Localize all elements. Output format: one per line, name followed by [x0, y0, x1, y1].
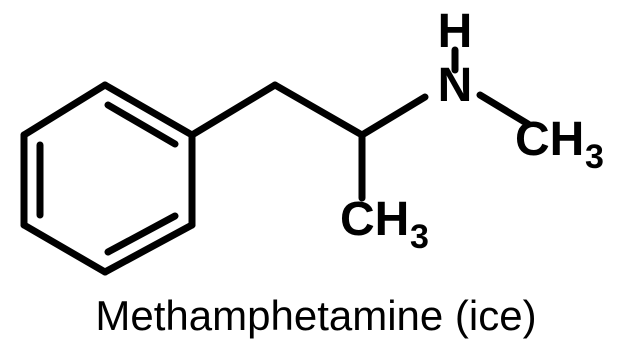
ring-to-ch2-bond	[188, 81, 279, 139]
ring-double-bond-2	[104, 212, 179, 256]
ch2-to-ch-bond	[271, 81, 366, 139]
methamphetamine-structure: H N CH 3 CH 3	[20, 5, 604, 276]
side-chain	[188, 46, 532, 202]
molecule-caption: Methamphetamine (ice)	[95, 292, 537, 339]
n-methyl-label: CH	[515, 113, 584, 166]
atom-h-label: H	[438, 5, 473, 58]
ring-double-bond-1	[104, 101, 179, 148]
alpha-methyl-subscript: 3	[410, 218, 429, 256]
n-methyl-subscript: 3	[585, 138, 604, 176]
ring-bond-3	[101, 221, 196, 276]
alpha-methyl-label: CH	[340, 193, 409, 246]
ring-bond-6	[20, 81, 109, 139]
ch-to-n-bond	[358, 93, 429, 139]
ring-bond-1	[101, 81, 196, 139]
n-to-methyl-bond	[476, 91, 532, 128]
benzene-ring	[20, 81, 196, 276]
ring-bond-4	[20, 221, 109, 276]
atom-n-label: N	[438, 59, 473, 112]
